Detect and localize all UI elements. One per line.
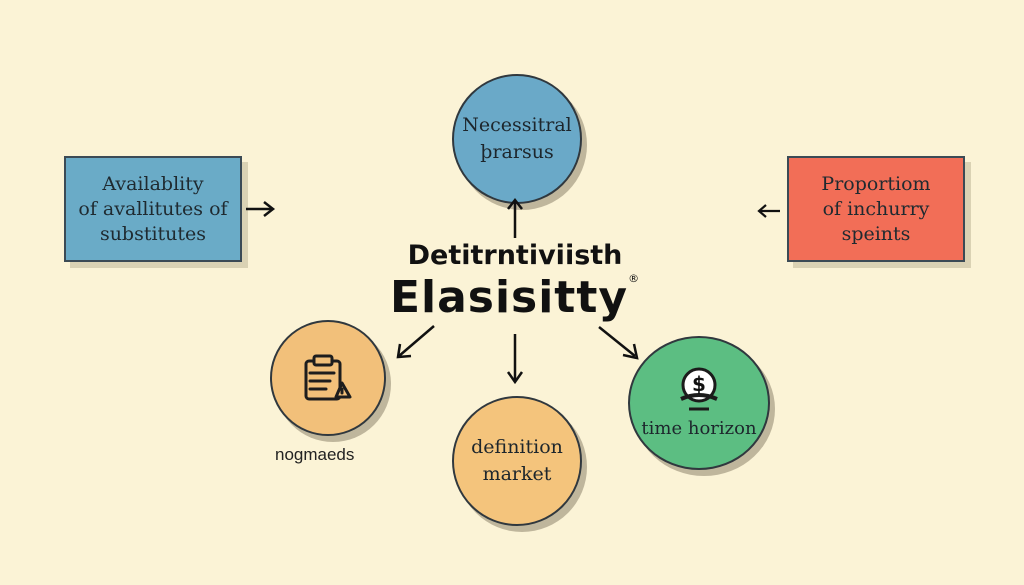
- necessity-line1: Necessitral: [462, 114, 572, 136]
- nogmaeds-caption: nogmaeds: [275, 445, 355, 464]
- proportion-line1: Proportiom: [821, 172, 931, 195]
- availability-line1: Availablity: [102, 172, 204, 195]
- arrow-to-nogmaeds: [396, 325, 435, 359]
- diagram-title-line1: Detitrntiviisth: [407, 240, 623, 271]
- registered-mark: ®: [628, 272, 641, 285]
- dollar-scale-icon: $: [675, 365, 723, 413]
- arrow-to-necessity: [507, 197, 523, 238]
- arrow-to-proportion: [757, 204, 780, 218]
- nogmaeds-circle: [270, 320, 386, 436]
- time-horizon-circle: $ time horizon: [628, 336, 770, 470]
- dollar-symbol: $: [692, 371, 706, 396]
- definition-line1: definition: [471, 436, 563, 458]
- necessity-line2: þrarsus: [480, 141, 554, 163]
- proportion-of-income-box: Proportiom of inchurry speints: [787, 156, 965, 262]
- arrow-to-time-horizon: [598, 326, 639, 360]
- arrow-to-definition-market: [506, 334, 524, 385]
- diagram-title-line2: Elasisitty®: [330, 272, 700, 323]
- proportion-line3: speints: [841, 222, 911, 245]
- definition-market-circle: definition market: [452, 396, 582, 526]
- proportion-line2: of inchurry: [822, 197, 930, 220]
- arrow-from-availability: [246, 201, 276, 217]
- clipboard-icon: [304, 354, 352, 401]
- availability-line3: substitutes: [99, 222, 207, 245]
- necessity-circle: Necessitral þrarsus: [452, 74, 582, 204]
- time-horizon-label: time horizon: [641, 417, 757, 439]
- definition-line2: market: [482, 463, 552, 485]
- availability-line2: of avallitutes of: [78, 197, 228, 220]
- availability-of-substitutes-box: Availablity of avallitutes of substitute…: [64, 156, 242, 262]
- diagram-title-text: Elasisitty: [389, 272, 629, 323]
